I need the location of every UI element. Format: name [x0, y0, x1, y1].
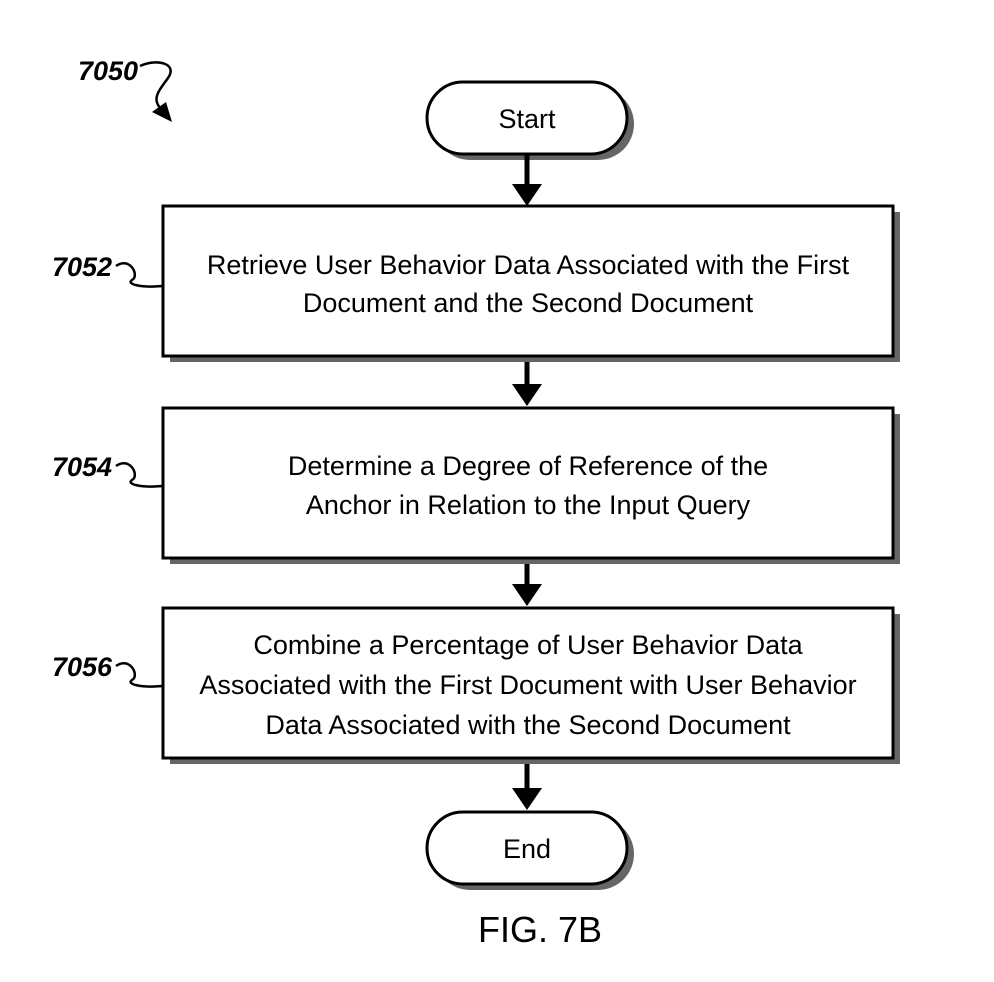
step-7054-ref: 7054	[52, 452, 112, 482]
step-7056-ref: 7056	[52, 652, 113, 682]
step-7054-line-2: Anchor in Relation to the Input Query	[306, 490, 751, 520]
step-7052-line-2: Document and the Second Document	[303, 288, 754, 318]
diagram-ref-leader	[139, 61, 172, 113]
step-7056-line-2: Associated with the First Document with …	[199, 670, 856, 700]
step-7056-line-3: Data Associated with the Second Document	[265, 710, 791, 740]
process-box-7052: Retrieve User Behavior Data Associated w…	[161, 204, 900, 362]
process-box-7054: Determine a Degree of Reference of the A…	[161, 406, 900, 564]
arrow-start-to-step-1	[512, 154, 542, 206]
start-terminal: Start	[425, 80, 634, 160]
start-label: Start	[498, 104, 556, 134]
step-7056-leader	[115, 662, 164, 688]
step-7054-leader	[115, 462, 164, 488]
arrow-step-2-to-step-3	[512, 564, 542, 606]
arrow-step-3-to-end	[512, 764, 542, 810]
step-7052-leader	[115, 262, 164, 288]
figure-label: FIG. 7B	[478, 909, 602, 950]
step-7052-line-1: Retrieve User Behavior Data Associated w…	[207, 250, 850, 280]
end-label: End	[503, 834, 551, 864]
step-7054-line-1: Determine a Degree of Reference of the	[288, 451, 768, 481]
process-box-7056: Combine a Percentage of User Behavior Da…	[161, 606, 900, 764]
step-7052-ref: 7052	[52, 252, 112, 282]
arrow-step-1-to-step-2	[512, 362, 542, 406]
step-7056-line-1: Combine a Percentage of User Behavior Da…	[253, 630, 803, 660]
diagram-ref-arrowhead	[152, 102, 172, 122]
end-terminal: End	[425, 810, 634, 890]
diagram-ref-label: 7050	[78, 56, 138, 86]
